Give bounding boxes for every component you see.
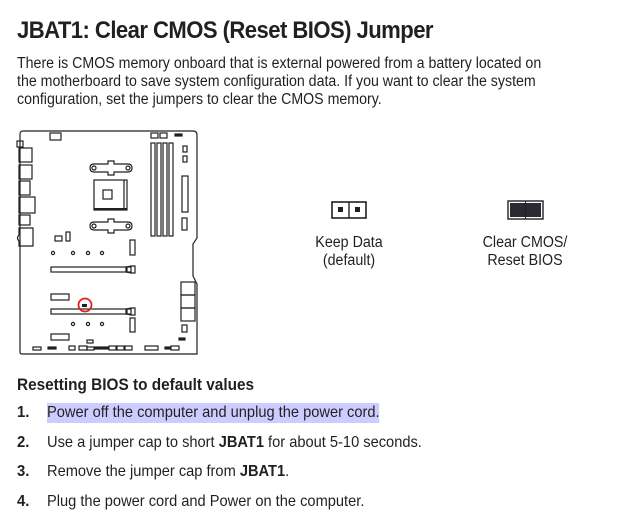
rear-io-port: [18, 196, 36, 214]
dimm-slot: [168, 142, 174, 237]
jumper-open-icon: [331, 201, 367, 219]
pcie-slot: [50, 308, 127, 315]
atx-power: [181, 175, 189, 213]
step-number: 3.: [17, 463, 30, 480]
jbat1-highlight-circle: [77, 297, 93, 313]
jumper-label-line: Clear CMOS/: [482, 234, 568, 251]
step-text-part: Plug the power cord and Power on the com…: [47, 492, 365, 510]
rear-io-port: [18, 214, 31, 226]
page-title: JBAT1: Clear CMOS (Reset BIOS) Jumper: [17, 17, 434, 44]
step-text: Remove the jumper cap from JBAT1.: [47, 463, 289, 481]
step-text: Use a jumper cap to short JBAT1 for abou…: [47, 434, 422, 452]
rear-io-port: [18, 180, 31, 196]
dimm-slot: [150, 142, 156, 237]
connector-block: [180, 307, 196, 322]
connector-block: [180, 281, 196, 296]
selected-text[interactable]: Power off the computer and unplug the po…: [47, 403, 380, 423]
step-text: Power off the computer and unplug the po…: [47, 403, 380, 423]
cpu-bracket: [89, 160, 133, 176]
step-number: 4.: [17, 492, 30, 510]
header-connector: [159, 132, 168, 139]
rear-io-port: [16, 140, 24, 148]
rear-io-port: [18, 164, 33, 180]
header-connector: [150, 132, 159, 139]
step-text-part: Remove the jumper cap from: [47, 463, 240, 480]
header-connector: [49, 132, 62, 141]
jumper-label-keep-data: Keep Data (default): [300, 234, 398, 270]
step-number: 2.: [17, 433, 30, 451]
jumper-label-clear-cmos: Clear CMOS/ Reset BIOS: [474, 234, 575, 270]
jumper-name: JBAT1: [239, 463, 286, 480]
jumper-label-line: Keep Data: [315, 234, 383, 251]
motherboard-diagram: [16, 130, 198, 355]
step-number: 1.: [17, 404, 30, 421]
jumper-label-line: Reset BIOS: [487, 252, 563, 269]
step-text-part: for about 5-10 seconds.: [263, 433, 422, 451]
step-text: Plug the power cord and Power on the com…: [47, 493, 364, 511]
dimm-slot: [162, 142, 168, 237]
board-outline: [19, 130, 198, 355]
intro-line: the motherboard to save system configura…: [17, 73, 536, 90]
rear-io-port: [18, 147, 33, 163]
intro-line: There is CMOS memory onboard that is ext…: [17, 55, 542, 72]
jbat1-marker: [77, 297, 93, 313]
dimm-slot: [156, 142, 162, 237]
jumper-label-line: (default): [322, 252, 376, 269]
section-heading: Resetting BIOS to default values: [17, 376, 255, 394]
intro-paragraph: There is CMOS memory onboard that is ext…: [17, 55, 603, 109]
step-text-part: .: [285, 463, 290, 480]
step-text-part: Use a jumper cap to short: [47, 433, 219, 451]
rear-io-port: [16, 227, 34, 247]
jumper-shorted-icon: [507, 200, 544, 220]
intro-line: configuration, set the jumpers to clear …: [17, 91, 382, 108]
cpu-socket: [93, 179, 128, 211]
jumper-name: JBAT1: [218, 433, 264, 451]
pcie-slot: [50, 266, 127, 273]
cpu-bracket: [89, 218, 133, 234]
connector-block: [180, 294, 196, 309]
m2-slot: [50, 293, 70, 301]
